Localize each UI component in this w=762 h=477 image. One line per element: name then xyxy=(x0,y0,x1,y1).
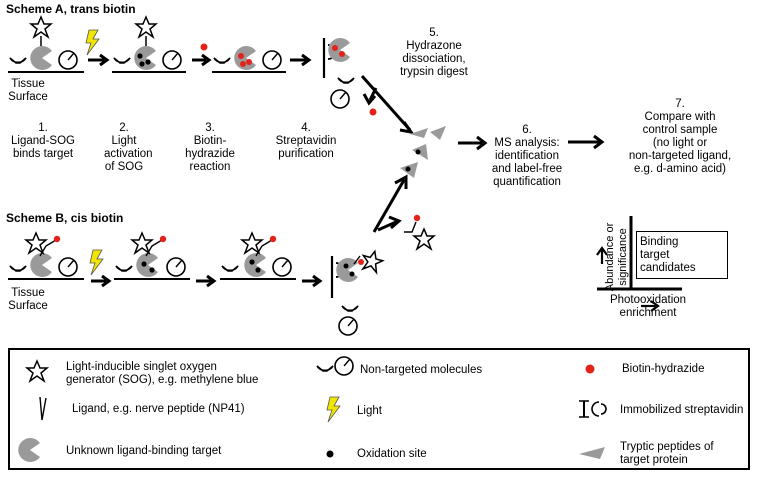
legend-symbols xyxy=(18,356,607,462)
oxidation-dot-icon xyxy=(326,450,334,458)
legend-light-label: Light xyxy=(357,405,382,417)
scheme-a-step4-figure xyxy=(322,38,355,109)
legend-box xyxy=(8,348,750,470)
scheme-b-step2-figure xyxy=(114,232,190,280)
biotin-dot xyxy=(200,43,208,51)
scheme-b-step4-figure xyxy=(330,248,386,336)
legend-target-label: Unknown ligand-binding target xyxy=(66,445,222,457)
legend-biotin-label: Biotin-hydrazide xyxy=(622,363,705,375)
arrow-icon xyxy=(99,53,110,67)
light-bolt-icon xyxy=(85,29,100,56)
streptavidin-icon xyxy=(579,400,607,418)
enrichment-plot xyxy=(596,216,682,312)
arrow-up-icon xyxy=(596,246,608,256)
legend-oxidation-label: Oxidation site xyxy=(357,448,427,460)
biotin-legend-icon xyxy=(585,364,595,374)
tryptic-wedge-icon xyxy=(579,447,605,459)
legend-streptavidin-label: Immobilized streptavidin xyxy=(620,404,744,416)
arrow-icon xyxy=(593,134,605,150)
scheme-a-step1-figure xyxy=(8,16,84,73)
arrow-right-icon xyxy=(650,300,660,312)
released-ligand-figure xyxy=(404,214,435,250)
legend-nontargeted-label: Non-targeted molecules xyxy=(360,364,483,376)
scheme-b-step1-figure xyxy=(8,232,84,280)
scheme-a-step2-figure xyxy=(112,16,186,73)
arrow-icon xyxy=(476,135,488,151)
scheme-b-title: Scheme B, cis biotin xyxy=(6,211,124,225)
tryptic-mixture-figure xyxy=(400,126,446,178)
legend-ligand-label: Ligand, e.g. nerve peptide (NP41) xyxy=(72,403,245,415)
binding-candidates-box xyxy=(636,231,728,279)
light-bolt-icon xyxy=(89,249,104,276)
scheme-a-title: Scheme A, trans biotin xyxy=(6,2,136,16)
scheme-a-step3-figure xyxy=(212,46,286,73)
scheme-b-step3-figure xyxy=(220,232,296,280)
ligand-icon xyxy=(39,396,47,421)
